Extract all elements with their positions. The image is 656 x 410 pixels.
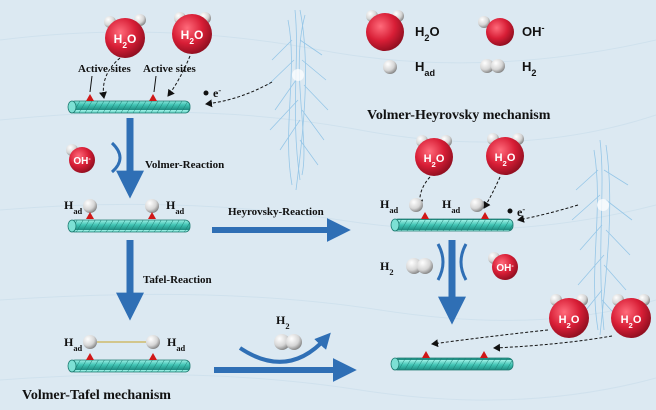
water-molecule-5: H2O bbox=[549, 294, 589, 338]
volmer-reaction-label: Volmer-Reaction bbox=[145, 159, 224, 171]
water-dashed-arrow-4 bbox=[483, 176, 501, 209]
h2-molecule-tafel bbox=[274, 334, 302, 350]
hydroxide-heyrovsky: OH- bbox=[488, 252, 518, 280]
h2-release-curved-arrow bbox=[238, 332, 331, 364]
active-site-pointer-1 bbox=[89, 75, 93, 93]
electrode-rod-1 bbox=[67, 100, 191, 114]
electrode-rod-4 bbox=[390, 218, 514, 232]
water-label-1: H2O bbox=[114, 32, 137, 50]
electron-dot-2 bbox=[507, 208, 513, 214]
water-label-2: H2O bbox=[181, 28, 204, 46]
water-label-4: H2O bbox=[495, 152, 516, 168]
electron-label-2: e- bbox=[517, 205, 525, 220]
water-dashed-arrow-6 bbox=[493, 335, 613, 352]
legend: H2O OH- Had H2 bbox=[366, 10, 545, 78]
water-label-5: H2O bbox=[559, 314, 580, 330]
adsorbed-h-row3 bbox=[83, 335, 160, 360]
volmer-heyrovsky-title: Volmer-Heyrovsky mechanism bbox=[367, 108, 551, 123]
electrode-rod-2 bbox=[67, 219, 191, 233]
electron-dashed-arrow-1 bbox=[205, 81, 273, 108]
active-site-markers bbox=[86, 94, 489, 358]
water-dashed-arrow-2 bbox=[167, 55, 191, 97]
h2-molecule-heyrovsky bbox=[406, 258, 433, 274]
water-molecule-4: H2O bbox=[486, 133, 524, 175]
water-molecule-1: H2O bbox=[104, 14, 146, 58]
legend-hydroxide: OH- bbox=[478, 16, 545, 46]
adsorbed-h-row4 bbox=[409, 198, 484, 212]
heyrovsky-curved-right bbox=[459, 243, 468, 281]
active-sites-label-1: Active sites bbox=[78, 63, 132, 75]
volmer-tafel-title: Volmer-Tafel mechanism bbox=[22, 388, 171, 403]
electron-dot-1 bbox=[203, 90, 209, 96]
hydroxide-volmer-label: OH- bbox=[73, 156, 91, 168]
water-label-3: H2O bbox=[424, 153, 445, 169]
water-dashed-arrow-3 bbox=[415, 176, 431, 207]
water-molecule-3: H2O bbox=[415, 135, 453, 176]
water-label-6: H2O bbox=[621, 314, 642, 330]
heyrovsky-reaction-label: Heyrovsky-Reaction bbox=[228, 206, 324, 218]
water-molecule-6: H2O bbox=[611, 294, 651, 338]
water-dashed-arrow-5 bbox=[431, 329, 549, 348]
hydroxide-volmer: OH- bbox=[66, 144, 95, 173]
active-site-pointer-2 bbox=[153, 75, 157, 93]
active-sites-label-2: Active sites bbox=[143, 63, 197, 75]
legend-water-label: H2O bbox=[415, 24, 440, 43]
heyrovsky-curved-left bbox=[436, 243, 445, 281]
electron-dashed-arrow-2 bbox=[517, 204, 579, 223]
water-dashed-arrow-1 bbox=[99, 57, 121, 99]
hydroxide-heyrovsky-label: OH- bbox=[496, 263, 514, 275]
legend-water: H2O bbox=[366, 10, 440, 51]
water-molecule-2: H2O bbox=[172, 12, 212, 54]
tafel-reaction-label: Tafel-Reaction bbox=[143, 274, 212, 286]
electron-label-1: e- bbox=[213, 86, 221, 101]
legend-hydroxide-label: OH- bbox=[522, 23, 545, 39]
volmer-curved-arrow bbox=[110, 141, 122, 174]
electrode-rod-3 bbox=[67, 359, 191, 373]
adsorbed-h-row2 bbox=[83, 199, 159, 219]
nanowire-right bbox=[571, 139, 633, 336]
electrode-rod-5 bbox=[390, 357, 514, 371]
nanowire-top bbox=[267, 9, 329, 191]
